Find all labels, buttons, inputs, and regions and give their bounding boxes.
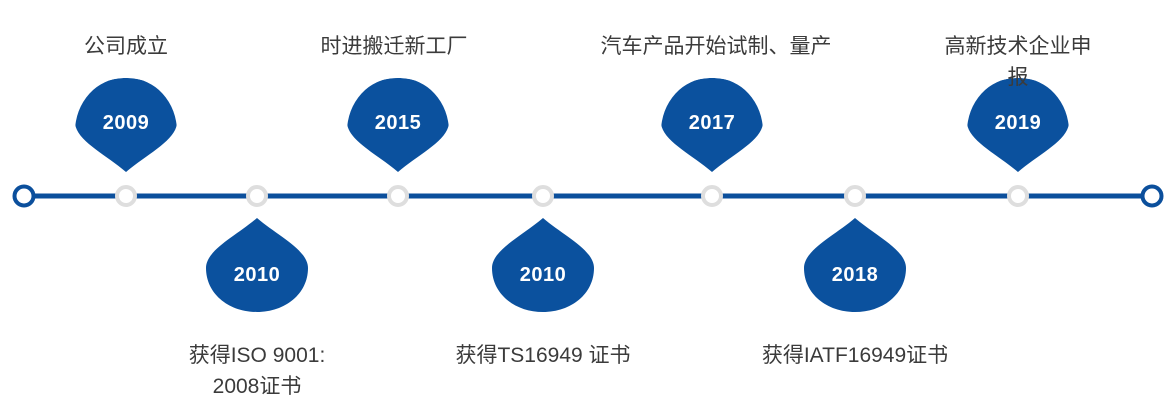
timeline-node <box>701 185 723 207</box>
timeline-pin-2010-bottom[interactable]: 2010 <box>492 218 594 312</box>
timeline-endpoint-node <box>12 184 36 208</box>
timeline-caption-2010-bottom: 获得TS16949 证书 <box>455 344 631 367</box>
pin-year-label: 2015 <box>374 112 422 134</box>
timeline-node <box>532 185 554 207</box>
pin-year-label: 2019 <box>994 112 1042 134</box>
timeline-node <box>844 185 866 207</box>
timeline-caption-2015-top: 时进搬迁新工厂 <box>320 35 468 58</box>
timeline-pin-2017-top[interactable]: 2017 <box>661 78 763 172</box>
pin-year-label: 2018 <box>831 264 879 286</box>
timeline-node <box>115 185 137 207</box>
timeline-endpoint-node <box>1140 184 1164 208</box>
timeline-pin-2009-top[interactable]: 2009 <box>75 78 177 172</box>
timeline-node <box>246 185 268 207</box>
pin-year-label: 2010 <box>519 264 567 286</box>
timeline-caption-2010-bottom: 获得ISO 9001: 2008证书 <box>188 344 326 398</box>
timeline-pin-2018-bottom[interactable]: 2018 <box>804 218 906 312</box>
timeline-rail <box>22 193 1154 199</box>
timeline-caption-2017-top: 汽车产品开始试制、量产 <box>600 35 832 58</box>
timeline-node <box>387 185 409 207</box>
timeline-node <box>1007 185 1029 207</box>
timeline-pin-2010-bottom[interactable]: 2010 <box>206 218 308 312</box>
pin-year-label: 2009 <box>102 112 150 134</box>
timeline-caption-2019-top: 高新技术企业申报 <box>944 35 1092 89</box>
pin-year-label: 2010 <box>233 264 281 286</box>
timeline-pin-2015-top[interactable]: 2015 <box>347 78 449 172</box>
timeline-caption-2018-bottom: 获得IATF16949证书 <box>761 344 949 367</box>
pin-year-label: 2017 <box>688 112 736 134</box>
timeline-caption-2009-top: 公司成立 <box>84 35 168 58</box>
